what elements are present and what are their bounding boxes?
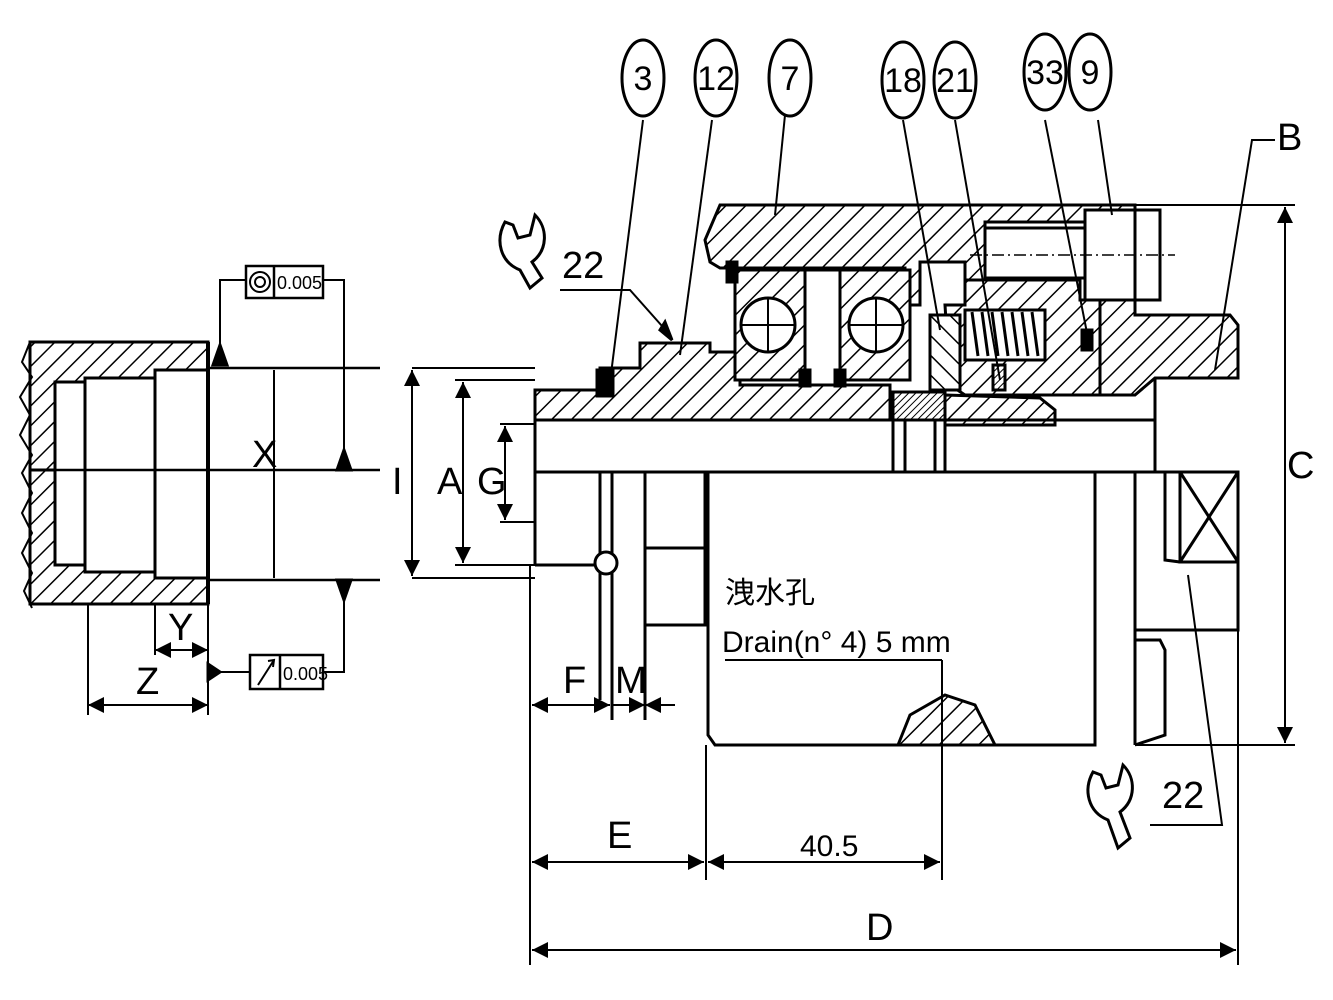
rotary-joint-section xyxy=(404,114,1295,965)
drain-chinese-label: 洩水孔 xyxy=(725,577,815,610)
balloon-33: 33 xyxy=(1026,54,1064,92)
label-B: B xyxy=(1277,117,1302,159)
spindle-end-detail xyxy=(18,264,380,715)
concentricity-value: 0.005 xyxy=(277,273,322,293)
spindle-housing-top xyxy=(28,340,210,472)
concentricity-frame xyxy=(244,264,325,300)
dim-z-label: Z xyxy=(136,661,159,703)
balloon-12: 12 xyxy=(697,60,735,98)
dim-40-5: 40.5 xyxy=(800,830,858,863)
concentricity-icon xyxy=(249,271,271,293)
balloon-18-outline xyxy=(880,40,926,120)
dim-y-label: Y xyxy=(168,607,193,649)
wrench-size-top: 22 xyxy=(562,245,604,287)
balloon-33-outline xyxy=(1022,32,1068,112)
drain-hole-circle xyxy=(593,550,619,576)
balloon-7-outline xyxy=(767,38,813,118)
wrench-icon xyxy=(1086,762,1134,851)
drain-english-label: Drain(n° 4) 5 mm xyxy=(722,626,951,659)
wrench-size-bottom: 22 xyxy=(1162,775,1204,817)
balloon-7: 7 xyxy=(781,60,800,98)
runout-frame xyxy=(248,653,325,691)
spindle-housing-bottom xyxy=(28,468,210,606)
hex-nut xyxy=(645,546,707,627)
runout-value: 0.005 xyxy=(283,664,328,684)
label-F: F xyxy=(563,660,586,702)
drain-mound xyxy=(895,693,998,747)
seal-ring-18 xyxy=(928,313,962,392)
balloon-3: 3 xyxy=(634,60,653,98)
label-I: I xyxy=(392,461,403,503)
balloon-21-outline xyxy=(932,40,978,120)
wrench-icon xyxy=(498,212,546,291)
balloon-3-outline xyxy=(620,38,666,118)
balloon-9: 9 xyxy=(1081,54,1100,92)
spring-coils xyxy=(970,311,1040,357)
label-G: G xyxy=(477,461,507,503)
label-E: E xyxy=(607,815,632,857)
balloon-12-outline xyxy=(693,38,739,118)
label-D: D xyxy=(866,907,893,949)
break-line xyxy=(18,341,34,609)
runout-arrow-icon xyxy=(257,658,276,686)
o-ring-3 xyxy=(595,368,615,398)
balloon-18: 18 xyxy=(884,62,922,100)
flange-B xyxy=(1098,298,1240,397)
balloon-21: 21 xyxy=(936,62,974,100)
dim-x-label: X xyxy=(252,434,277,476)
label-C: C xyxy=(1287,445,1314,487)
label-A: A xyxy=(437,461,463,503)
seal-face-carbon xyxy=(891,390,947,422)
cap-screw xyxy=(983,226,1087,280)
label-M: M xyxy=(615,660,647,702)
balloon-9-outline xyxy=(1067,32,1113,112)
